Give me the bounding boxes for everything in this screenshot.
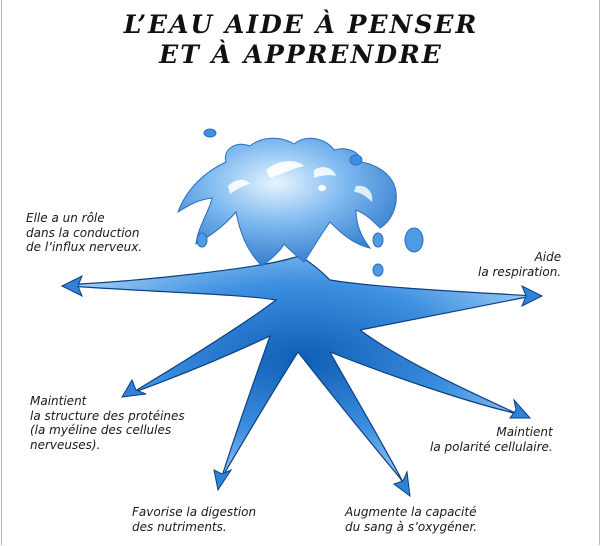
caption-oxygene: Augmente la capacité du sang à s’oxygéne… [345, 505, 478, 534]
splash-highlight [228, 179, 250, 194]
arrow-head-polarite [509, 398, 532, 419]
caption-influx-nerveux: Elle a un rôle dans la conduction de l’i… [26, 211, 143, 254]
arrow-head-oxygene [392, 470, 411, 498]
caption-respiration: Aide la respiration. [478, 250, 562, 279]
water-body [69, 255, 535, 487]
water-droplet [203, 128, 217, 138]
splash-highlight [354, 185, 373, 202]
arrow-head-influx [60, 274, 83, 298]
arrow-head-respiration [521, 284, 544, 308]
water-droplet [372, 263, 384, 277]
water-droplet [196, 232, 208, 248]
water-droplet [318, 185, 326, 191]
water-droplet [349, 154, 363, 166]
caption-digestion: Favorise la digestion des nutriments. [132, 505, 257, 534]
arrow-head-digestion [213, 468, 233, 492]
diagram-title: L’EAU AIDE À PENSER ET À APPRENDRE [0, 10, 602, 69]
arrow-head-proteines [121, 378, 147, 398]
splash-highlight [314, 167, 336, 178]
title-line-2: ET À APPRENDRE [159, 39, 443, 69]
title-line-1: L’EAU AIDE À PENSER [123, 10, 479, 39]
splash-highlight [266, 161, 304, 178]
water-droplet [404, 227, 424, 253]
water-droplet [372, 232, 384, 248]
caption-proteines: Maintient la structure des protéines (la… [30, 394, 185, 452]
caption-polarite: Maintient la polarité cellulaire. [430, 425, 553, 454]
water-splash [177, 137, 397, 267]
